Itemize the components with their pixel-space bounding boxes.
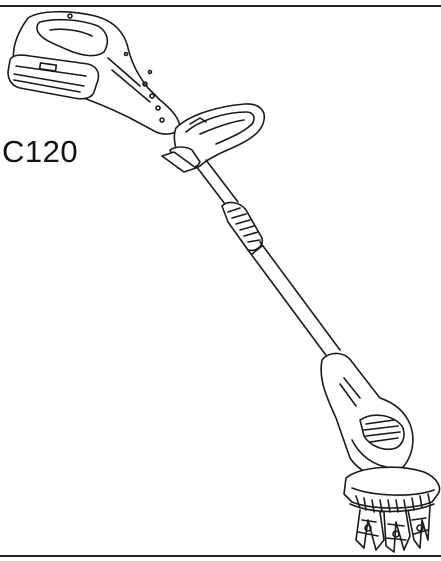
lower-shaft bbox=[247, 241, 341, 359]
upper-shaft bbox=[195, 159, 239, 209]
bottom-border-line bbox=[0, 555, 441, 557]
motor-housing bbox=[320, 352, 414, 478]
tiller-tines bbox=[355, 505, 431, 553]
battery-pack bbox=[7, 54, 100, 100]
model-label: C120 bbox=[2, 134, 79, 169]
top-border-line bbox=[0, 5, 441, 7]
front-loop-handle bbox=[161, 103, 266, 173]
tine-guard bbox=[343, 466, 441, 513]
shaft-adjustment-collar bbox=[221, 201, 264, 252]
